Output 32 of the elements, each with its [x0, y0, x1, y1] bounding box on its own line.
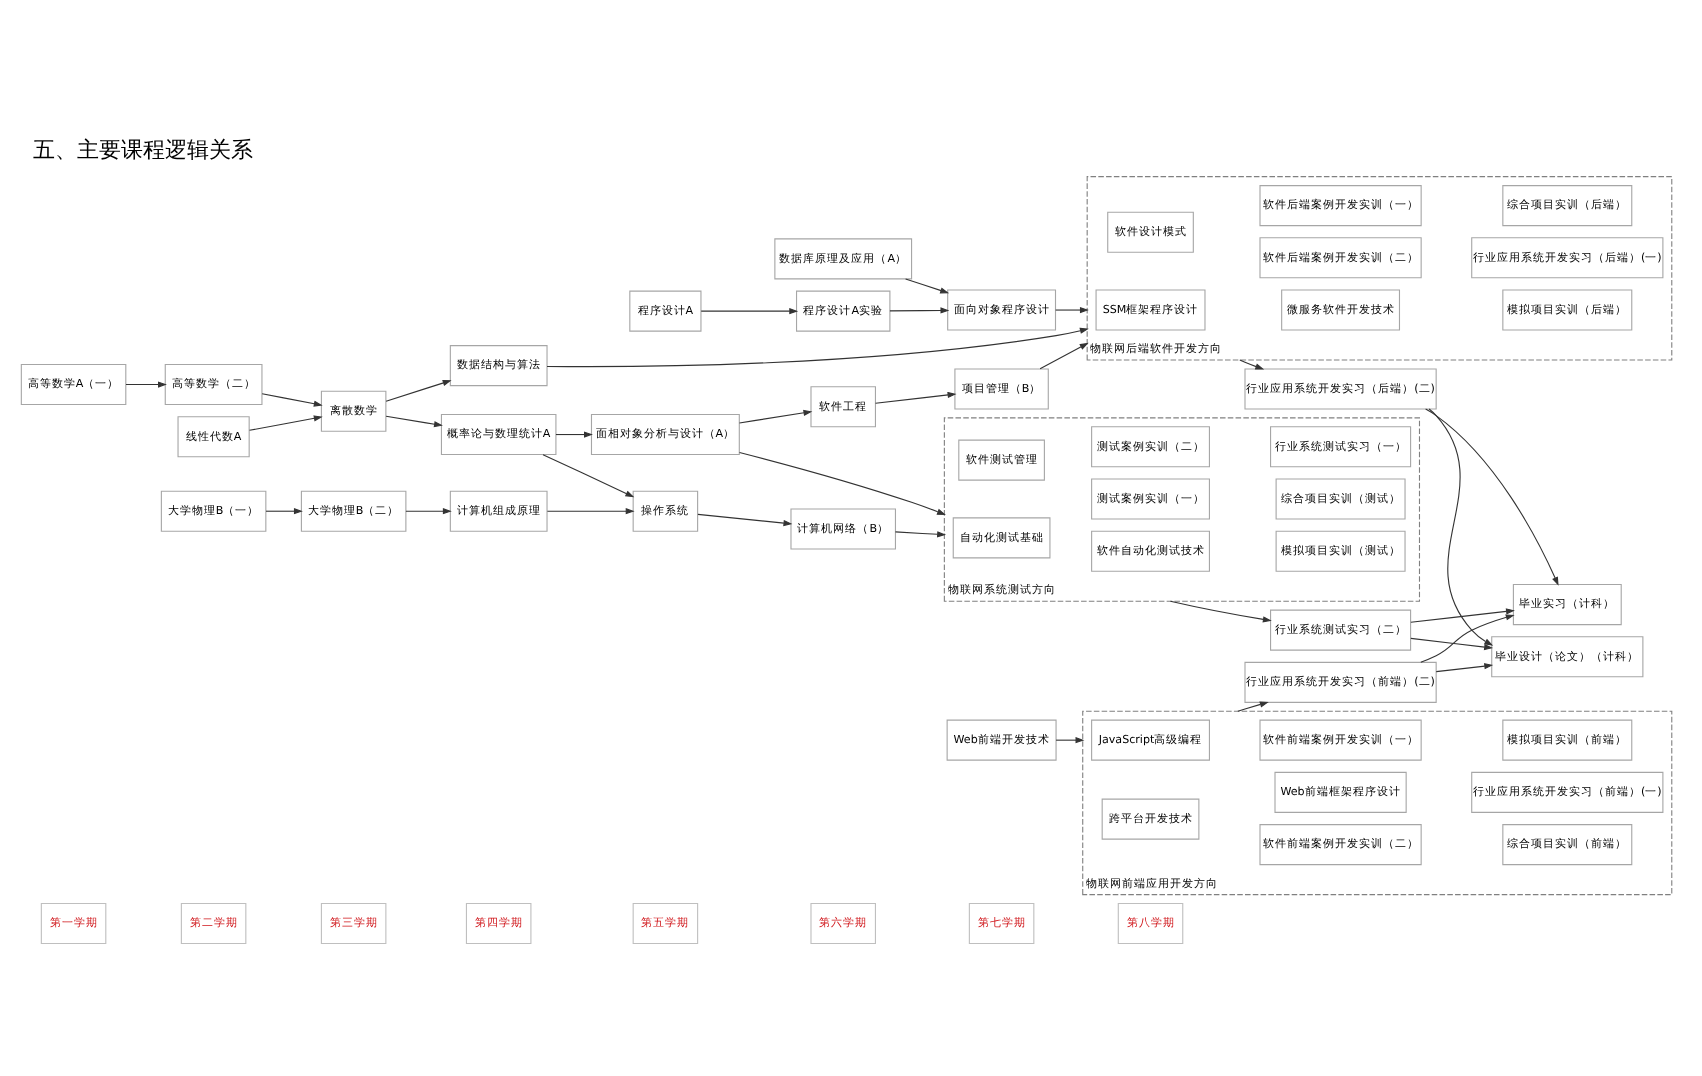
arrow [1420, 613, 1515, 662]
arrow [1039, 341, 1089, 369]
arrow [1410, 607, 1515, 622]
arrow [125, 380, 167, 387]
arrow [546, 326, 1089, 367]
arrow [889, 306, 950, 313]
arrow [405, 507, 452, 514]
arrow [697, 512, 793, 526]
arrow [1055, 305, 1089, 313]
arrow [1237, 700, 1269, 711]
arrow [555, 430, 593, 437]
arrow [1435, 662, 1494, 672]
arrow [1239, 358, 1265, 369]
arrow [248, 414, 323, 430]
arrow [385, 379, 452, 401]
arrow [894, 530, 947, 537]
arrow [738, 450, 946, 514]
arrow [905, 277, 950, 293]
arrow [738, 408, 813, 423]
arrow [385, 414, 443, 427]
arrow [1169, 599, 1272, 622]
arrow [875, 390, 957, 403]
arrow [1425, 407, 1559, 585]
arrow [546, 507, 635, 514]
arrow [261, 392, 323, 406]
arrow [700, 307, 799, 314]
arrow [1428, 407, 1494, 645]
arrow [1055, 736, 1085, 743]
diagram-title: 五、主要课程逻辑关系 [33, 135, 254, 162]
arrow [542, 453, 635, 497]
arrow [265, 507, 303, 514]
arrow [1410, 636, 1494, 650]
